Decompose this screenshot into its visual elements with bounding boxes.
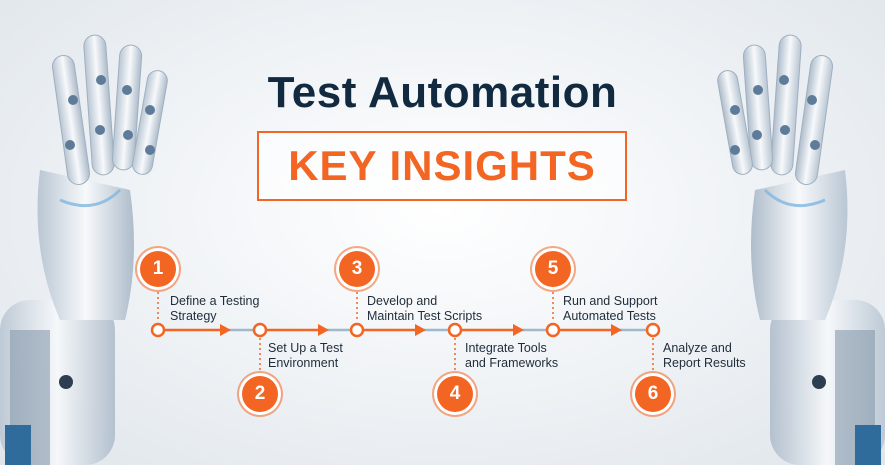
subtitle-box: KEY INSIGHTS — [257, 131, 627, 201]
arrow-icon — [415, 324, 426, 336]
step-badge-6: 6 — [635, 376, 671, 412]
page-title: Test Automation — [267, 68, 618, 117]
robot-hand-left-illustration — [0, 34, 168, 465]
arrow-icon — [318, 324, 329, 336]
step-label-line: Environment — [268, 356, 339, 370]
step-label-line: Analyze and — [663, 341, 732, 355]
arrow-icon — [513, 324, 524, 336]
arrow-icon — [220, 324, 231, 336]
step-badge-1: 1 — [140, 251, 176, 287]
arrow-icon — [611, 324, 622, 336]
timeline-node-3 — [349, 322, 365, 338]
step-label-1: Define a Testing Strategy — [170, 294, 259, 324]
step-label-line: Run and Support — [563, 294, 658, 308]
step-label-6: Analyze and Report Results — [663, 341, 746, 371]
step-label-line: Maintain Test Scripts — [367, 309, 483, 323]
timeline-node-6 — [645, 322, 661, 338]
timeline-node-1 — [150, 322, 166, 338]
step-badge-2: 2 — [242, 376, 278, 412]
step-label-line: Define a Testing — [170, 294, 260, 308]
step-label-5: Run and Support Automated Tests — [563, 294, 658, 324]
subtitle: KEY INSIGHTS — [288, 142, 596, 189]
step-label-4: Integrate Tools and Frameworks — [465, 341, 558, 371]
timeline-node-2 — [252, 322, 268, 338]
step-label-2: Set Up a Test Environment — [268, 341, 343, 371]
step-label-line: Integrate Tools — [465, 341, 547, 355]
step-label-3: Develop and Maintain Test Scripts — [367, 294, 482, 324]
step-badge-3: 3 — [339, 251, 375, 287]
step-label-line: Report Results — [663, 356, 746, 370]
step-badge-4: 4 — [437, 376, 473, 412]
step-badge-5: 5 — [535, 251, 571, 287]
robot-hand-right-illustration — [717, 34, 885, 465]
step-label-line: and Frameworks — [465, 356, 559, 370]
step-label-line: Develop and — [367, 294, 438, 308]
step-label-line: Automated Tests — [563, 309, 656, 323]
timeline-node-5 — [545, 322, 561, 338]
step-label-line: Set Up a Test — [268, 341, 343, 355]
timeline-node-4 — [447, 322, 463, 338]
step-label-line: Strategy — [170, 309, 217, 323]
